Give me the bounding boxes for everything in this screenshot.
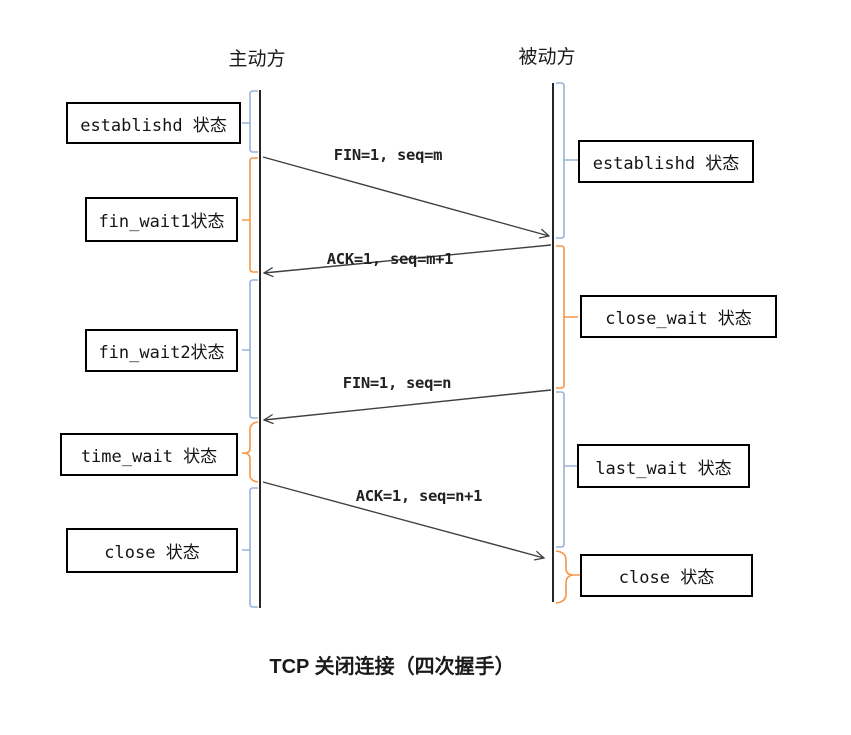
message-label-fin-seq-m: FIN=1, seq=m (333, 146, 443, 164)
message-label-ack-seq-m1: ACK=1, seq=m+1 (326, 250, 454, 268)
state-box-right-close-wait: close_wait 状态 (580, 295, 777, 338)
state-box-left-fin-wait2: fin_wait2状态 (85, 329, 238, 372)
state-box-left-establishd: establishd 状态 (66, 102, 241, 144)
actor-label-passive: 被动方 (518, 47, 576, 68)
message-label-fin-seq-n: FIN=1, seq=n (342, 374, 452, 392)
state-box-left-close: close 状态 (66, 528, 238, 573)
bracket-left-close (242, 487, 258, 608)
arrow-fin-seq-m (262, 156, 549, 236)
state-box-right-last-wait: last_wait 状态 (577, 444, 750, 488)
state-box-left-time-wait: time_wait 状态 (60, 433, 238, 476)
brace-right-close (555, 550, 580, 604)
state-box-right-close: close 状态 (580, 554, 753, 597)
bracket-right-establishd (556, 82, 578, 239)
arrow-ack-seq-n1 (262, 481, 544, 558)
message-label-ack-seq-n1: ACK=1, seq=n+1 (355, 487, 483, 505)
actor-label-active: 主动方 (228, 49, 286, 70)
state-box-right-establishd: establishd 状态 (578, 140, 754, 183)
bracket-right-close-wait (556, 245, 578, 389)
diagram-caption: TCP 关闭连接（四次握手） (269, 656, 515, 678)
bracket-right-last-wait (556, 391, 577, 548)
state-box-left-fin-wait1: fin_wait1状态 (85, 197, 238, 242)
bracket-left-fin-wait2 (242, 279, 258, 419)
bracket-left-time-wait (242, 421, 259, 483)
arrow-ack-seq-m1 (264, 244, 552, 273)
arrow-fin-seq-n (264, 389, 552, 420)
bracket-left-fin-wait1 (242, 157, 258, 273)
bracket-left-establishd (242, 90, 258, 153)
